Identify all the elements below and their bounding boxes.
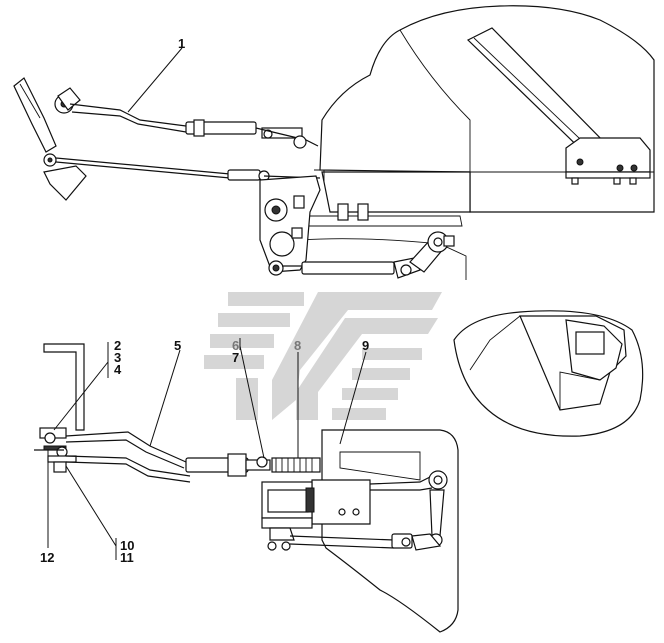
callout-3: 3 [114,350,121,365]
bracket-2-3-4 [43,343,85,431]
callout-1: 1 [178,36,185,51]
callout-5: 5 [174,338,181,353]
bracket-plate-9 [311,479,371,525]
rod-5 [65,431,187,463]
callout-8: 8 [294,338,301,353]
callout-11: 11 [120,550,134,565]
rod-1 [69,103,187,127]
pedal-bracket [565,137,651,173]
bell-crank-bracket [259,175,321,273]
clevis-8 [271,457,321,473]
hand-lever [13,77,57,153]
cab-side-outline [321,429,459,633]
callout-9: 9 [362,338,369,353]
cab-body-outline [319,5,655,213]
bottom-assembly [34,343,459,633]
watermark-logo [204,292,442,420]
inset-outline [453,310,644,437]
leader-lines [47,47,367,560]
callout-7: 7 [232,350,239,365]
callout-2: 2 [114,338,121,353]
lower-rod-bottom [289,535,395,541]
callout-10: 10 [120,538,134,553]
top-assembly [13,5,655,280]
callout-labels: 1 2 3 4 5 6 7 8 9 10 11 12 [40,36,369,565]
inset-detail [453,310,644,437]
callout-4: 4 [114,362,122,377]
callout-12: 12 [40,550,54,565]
callout-6: 6 [232,338,239,353]
lower-rod [55,157,231,175]
